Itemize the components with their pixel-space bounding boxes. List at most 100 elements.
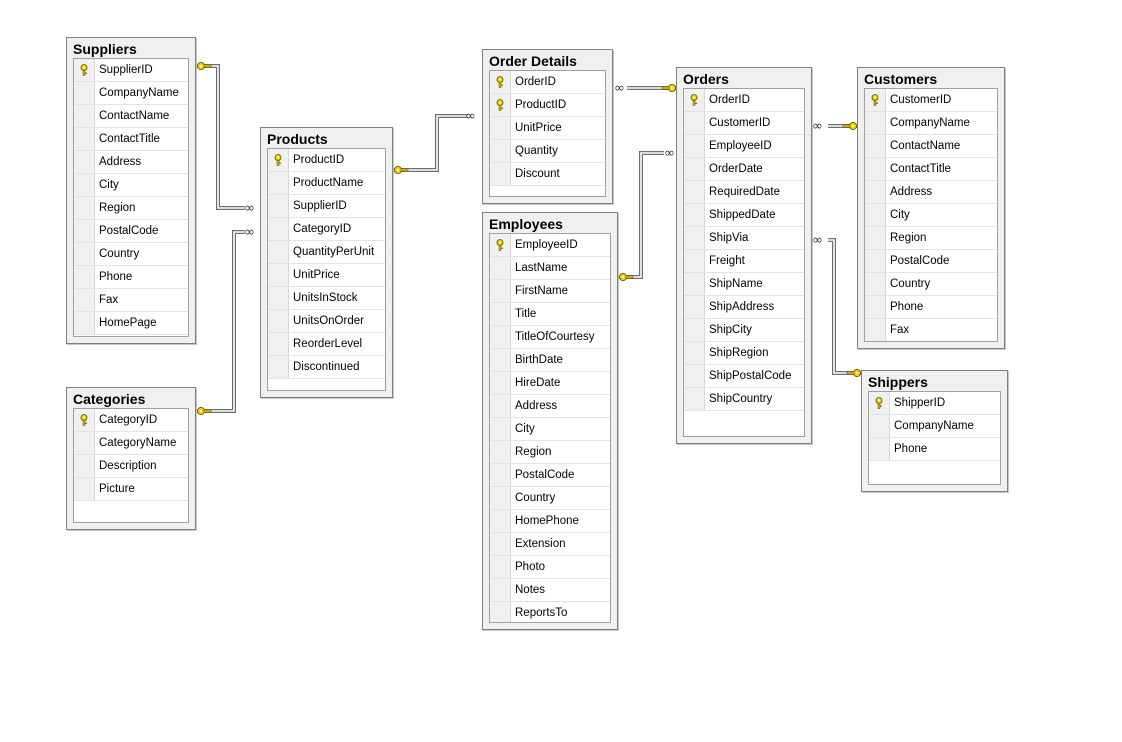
- column-row[interactable]: ShipCity: [684, 319, 804, 342]
- row-selector[interactable]: [865, 135, 886, 157]
- row-selector[interactable]: [74, 105, 95, 127]
- column-row[interactable]: ShippedDate: [684, 204, 804, 227]
- column-row[interactable]: CategoryID: [268, 218, 385, 241]
- column-row[interactable]: Region: [865, 227, 997, 250]
- column-row[interactable]: CustomerID: [865, 89, 997, 112]
- row-selector[interactable]: [268, 195, 289, 217]
- row-selector[interactable]: [268, 356, 289, 378]
- column-row[interactable]: Discount: [490, 163, 605, 186]
- column-row[interactable]: ShipPostalCode: [684, 365, 804, 388]
- row-selector[interactable]: [684, 273, 705, 295]
- row-selector[interactable]: [869, 415, 890, 437]
- column-row[interactable]: QuantityPerUnit: [268, 241, 385, 264]
- row-selector[interactable]: [490, 441, 511, 463]
- column-row[interactable]: CompanyName: [869, 415, 1000, 438]
- column-row[interactable]: BirthDate: [490, 349, 610, 372]
- row-selector[interactable]: [490, 163, 511, 185]
- column-row[interactable]: Photo: [490, 556, 610, 579]
- column-row[interactable]: UnitsOnOrder: [268, 310, 385, 333]
- column-row[interactable]: ProductID: [490, 94, 605, 117]
- row-selector[interactable]: [684, 158, 705, 180]
- column-row[interactable]: Fax: [865, 319, 997, 341]
- row-selector[interactable]: [268, 287, 289, 309]
- row-selector[interactable]: [74, 455, 95, 477]
- column-row[interactable]: EmployeeID: [684, 135, 804, 158]
- row-selector[interactable]: [268, 172, 289, 194]
- column-row[interactable]: ContactName: [865, 135, 997, 158]
- column-row[interactable]: Fax: [74, 289, 188, 312]
- column-row[interactable]: CategoryID: [74, 409, 188, 432]
- row-selector[interactable]: [865, 181, 886, 203]
- column-row[interactable]: OrderID: [684, 89, 804, 112]
- row-selector[interactable]: [490, 303, 511, 325]
- column-row[interactable]: HomePage: [74, 312, 188, 335]
- column-row[interactable]: Country: [865, 273, 997, 296]
- column-row[interactable]: Extension: [490, 533, 610, 556]
- column-row[interactable]: OrderID: [490, 71, 605, 94]
- column-row[interactable]: ProductID: [268, 149, 385, 172]
- relationship-products-orderdetails[interactable]: [393, 114, 468, 172]
- row-selector[interactable]: [74, 197, 95, 219]
- row-selector[interactable]: [490, 418, 511, 440]
- column-row[interactable]: HomePhone: [490, 510, 610, 533]
- column-row[interactable]: ShipAddress: [684, 296, 804, 319]
- row-selector[interactable]: [268, 310, 289, 332]
- column-row[interactable]: Region: [74, 197, 188, 220]
- column-row[interactable]: OrderDate: [684, 158, 804, 181]
- row-selector[interactable]: [865, 319, 886, 341]
- column-row[interactable]: City: [74, 174, 188, 197]
- relationship-categories-products[interactable]: [196, 230, 245, 413]
- column-row[interactable]: SupplierID: [74, 59, 188, 82]
- row-selector[interactable]: [268, 264, 289, 286]
- column-row[interactable]: Freight: [684, 250, 804, 273]
- column-row[interactable]: Region: [490, 441, 610, 464]
- row-selector[interactable]: [490, 257, 511, 279]
- column-row[interactable]: Phone: [869, 438, 1000, 461]
- row-selector[interactable]: [490, 117, 511, 139]
- row-selector[interactable]: [684, 250, 705, 272]
- column-row[interactable]: ReorderLevel: [268, 333, 385, 356]
- row-selector[interactable]: [490, 602, 511, 622]
- column-row[interactable]: RequiredDate: [684, 181, 804, 204]
- row-selector[interactable]: [268, 218, 289, 240]
- column-row[interactable]: Country: [490, 487, 610, 510]
- row-selector[interactable]: [490, 533, 511, 555]
- column-row[interactable]: SupplierID: [268, 195, 385, 218]
- row-selector[interactable]: [865, 250, 886, 272]
- row-selector[interactable]: [490, 510, 511, 532]
- row-selector[interactable]: [865, 158, 886, 180]
- row-selector[interactable]: [74, 432, 95, 454]
- column-row[interactable]: Address: [74, 151, 188, 174]
- row-selector[interactable]: [684, 319, 705, 341]
- row-selector[interactable]: [684, 135, 705, 157]
- column-row[interactable]: Title: [490, 303, 610, 326]
- column-row[interactable]: Discontinued: [268, 356, 385, 379]
- row-selector[interactable]: [490, 395, 511, 417]
- column-row[interactable]: ShipCountry: [684, 388, 804, 411]
- column-row[interactable]: ReportsTo: [490, 602, 610, 622]
- column-row[interactable]: CompanyName: [74, 82, 188, 105]
- row-selector[interactable]: [865, 296, 886, 318]
- column-row[interactable]: CustomerID: [684, 112, 804, 135]
- column-row[interactable]: Country: [74, 243, 188, 266]
- column-row[interactable]: CompanyName: [865, 112, 997, 135]
- column-row[interactable]: LastName: [490, 257, 610, 280]
- column-row[interactable]: Address: [865, 181, 997, 204]
- row-selector[interactable]: [490, 326, 511, 348]
- row-selector[interactable]: [865, 112, 886, 134]
- row-selector[interactable]: [869, 438, 890, 460]
- row-selector[interactable]: [268, 241, 289, 263]
- column-row[interactable]: Quantity: [490, 140, 605, 163]
- column-row[interactable]: UnitsInStock: [268, 287, 385, 310]
- row-selector[interactable]: [865, 227, 886, 249]
- row-selector[interactable]: [865, 273, 886, 295]
- row-selector[interactable]: [865, 204, 886, 226]
- column-row[interactable]: UnitPrice: [268, 264, 385, 287]
- column-row[interactable]: PostalCode: [865, 250, 997, 273]
- row-selector[interactable]: [74, 312, 95, 334]
- column-row[interactable]: PostalCode: [490, 464, 610, 487]
- column-row[interactable]: FirstName: [490, 280, 610, 303]
